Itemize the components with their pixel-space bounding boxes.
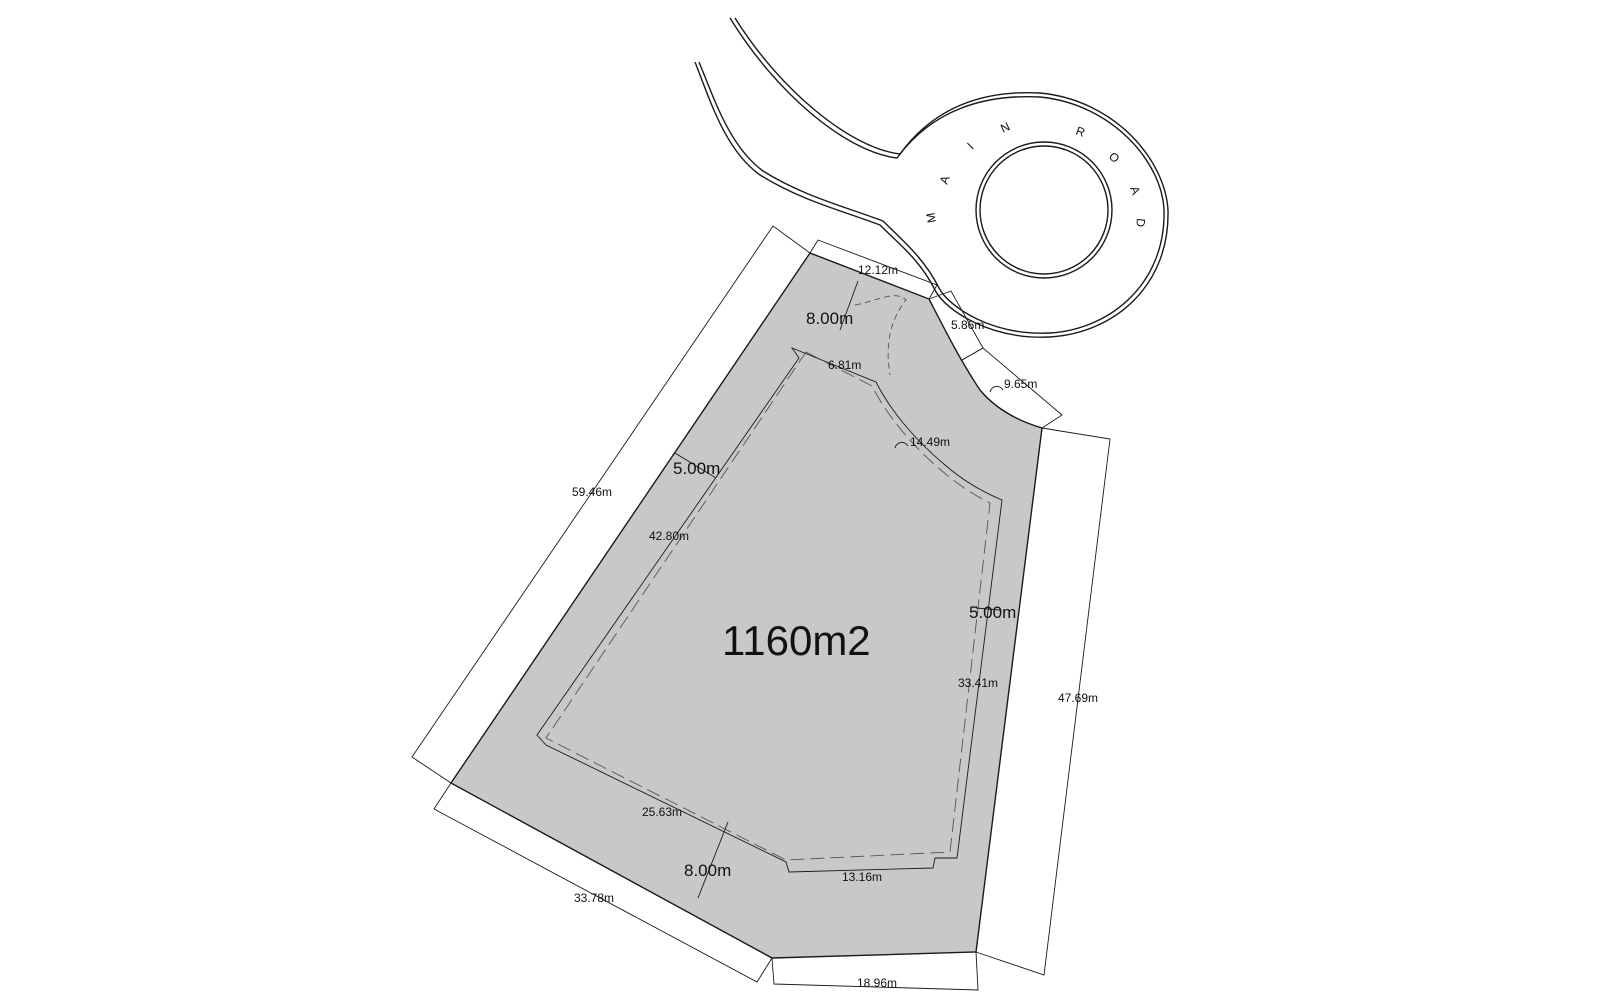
road-letter: M (923, 212, 939, 224)
road-inner-edge (698, 17, 1165, 334)
dim-north: 12.12m (858, 263, 898, 277)
building-outline (536, 347, 1003, 873)
building-dim-west: 42.80m (649, 529, 689, 543)
dim-south-west: 33.78m (574, 891, 614, 905)
arc-marker (894, 442, 909, 449)
building-dim-south: 13.16m (842, 870, 882, 884)
boundary-dimension-lines (411, 225, 1111, 991)
dim-south: 18.96m (857, 976, 897, 990)
plot-area-label: 1160m2 (722, 617, 871, 664)
main-road (694, 17, 1169, 338)
building-dim-north: 6.81m (828, 358, 861, 372)
road-letter: D (1133, 218, 1148, 228)
dim-east: 47.69m (1058, 691, 1098, 705)
building-dim-east: 33.41m (958, 676, 998, 690)
road-letter: O (1106, 149, 1123, 166)
setback-north: 8.00m (806, 309, 853, 328)
dim-west: 59.46m (572, 485, 612, 499)
road-letter: N (998, 119, 1012, 135)
building-dim-south-west: 25.63m (642, 805, 682, 819)
road-letter: A (937, 174, 953, 186)
setback-dividers (674, 280, 1001, 899)
roundabout-island-outer (975, 141, 1113, 279)
building-envelope (536, 347, 1003, 873)
curve-markers (894, 386, 1004, 449)
setback-west: 5.00m (673, 459, 720, 478)
road-letter: I (964, 140, 976, 152)
building-dim-curve: 14.49m (910, 435, 950, 449)
setback-south: 8.00m (684, 861, 731, 880)
setback-east: 5.00m (969, 603, 1016, 622)
dim-north-east: 5.86m (951, 318, 984, 332)
road-letter: A (1127, 184, 1143, 196)
road-label: M A I N R O A D (923, 119, 1148, 228)
building-dashed-outline (545, 351, 991, 861)
plot-area (449, 252, 1043, 959)
road-letter: R (1074, 124, 1087, 140)
arc-marker (989, 386, 1004, 393)
dim-curve: 9.65m (1004, 377, 1037, 391)
road-outer-edge (694, 17, 1169, 338)
roundabout-island-inner (979, 145, 1109, 275)
